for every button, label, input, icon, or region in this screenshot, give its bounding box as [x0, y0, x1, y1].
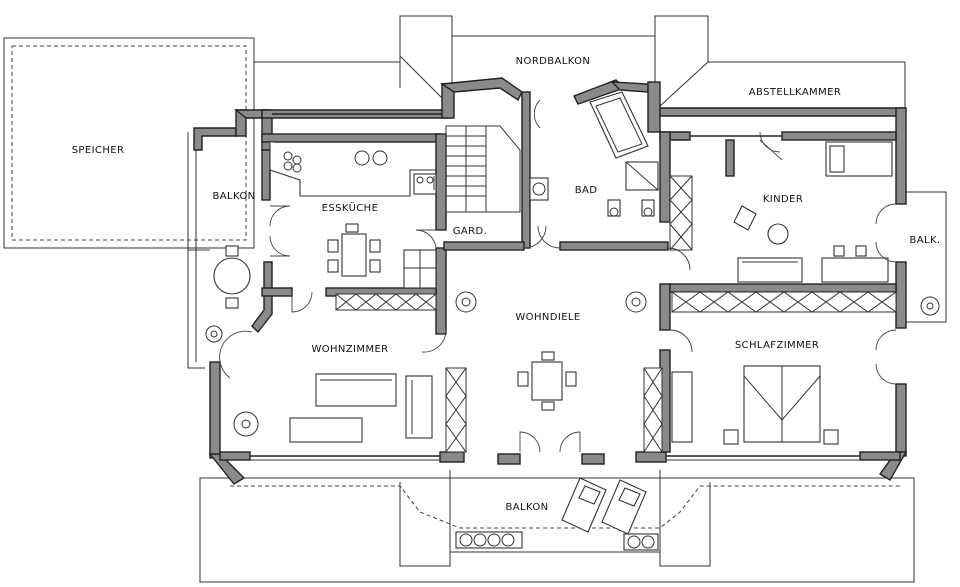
nightstand: [823, 429, 839, 445]
room-label-balkon-sued: BALKON: [505, 502, 548, 513]
pillow: [829, 145, 845, 173]
plant-icon: [205, 325, 223, 343]
toilet-icon: [607, 199, 621, 217]
armchair: [405, 375, 433, 439]
dining-table: [517, 351, 577, 411]
sink-icon: [354, 150, 388, 166]
walls: [193, 77, 908, 485]
room-label-abstellkammer: ABSTELLKAMMER: [749, 87, 841, 98]
room-label-kinder: KINDER: [763, 194, 803, 205]
plant-icon: [627, 535, 655, 549]
nightstand: [723, 429, 739, 445]
builtin-cupboard: [669, 175, 693, 251]
room-label-gard: GARD.: [453, 226, 487, 237]
chair: [855, 245, 867, 257]
plant-box: [455, 531, 523, 549]
chair: [225, 297, 239, 309]
double-bed: [743, 365, 821, 443]
balk-east-area: [905, 191, 947, 323]
windows: [250, 113, 860, 461]
builtin-cupboard: [643, 367, 663, 453]
sun-lounger: [561, 477, 607, 533]
room-label-balkon-west: BALKON: [212, 191, 255, 202]
room-label-wohnzimmer: WOHNZIMMER: [311, 344, 388, 355]
chair: [225, 245, 239, 257]
desk: [821, 257, 889, 283]
room-label-balk: BALK.: [909, 235, 940, 246]
plant-icon: [459, 533, 515, 547]
room-label-nordbalkon: NORDBALKON: [516, 56, 591, 67]
plant-icon: [233, 411, 259, 437]
bidet-icon: [641, 199, 655, 217]
sofa: [315, 373, 397, 407]
kitchen-counter: [269, 142, 437, 197]
sun-lounger: [601, 479, 647, 535]
stove-icon: [283, 151, 302, 173]
plant-icon: [920, 296, 940, 316]
bathtub: [589, 91, 649, 159]
room-label-wohndiele: WOHNDIELE: [515, 312, 580, 323]
builtin-cupboard: [445, 367, 467, 453]
coffee-table: [289, 417, 363, 443]
appliance: [403, 249, 437, 289]
balkon-sued-area: [199, 470, 915, 583]
plant-box: [623, 533, 659, 551]
nordbalkon-area: [254, 15, 906, 108]
plant-icon: [455, 291, 477, 313]
staircase: [445, 125, 521, 213]
balkon-west-area: [187, 132, 251, 369]
room-label-schlafzimmer: SCHLAFZIMMER: [735, 340, 819, 351]
speicher-area: [3, 37, 255, 249]
room-label-speicher: SPEICHER: [72, 145, 125, 156]
wardrobe: [671, 371, 693, 443]
room-label-esskueche: ESSKÜCHE: [322, 201, 379, 214]
chair: [733, 205, 757, 231]
washbasin-icon: [529, 177, 549, 201]
plant-icon: [625, 291, 647, 313]
round-table: [767, 223, 789, 245]
room-label-bad: BAD: [575, 185, 598, 196]
dining-table: [327, 223, 381, 277]
doors: [188, 99, 897, 453]
builtin-cupboard: [335, 293, 437, 311]
round-table: [213, 257, 251, 295]
chair: [833, 245, 845, 257]
builtin-cupboard: [671, 291, 897, 313]
